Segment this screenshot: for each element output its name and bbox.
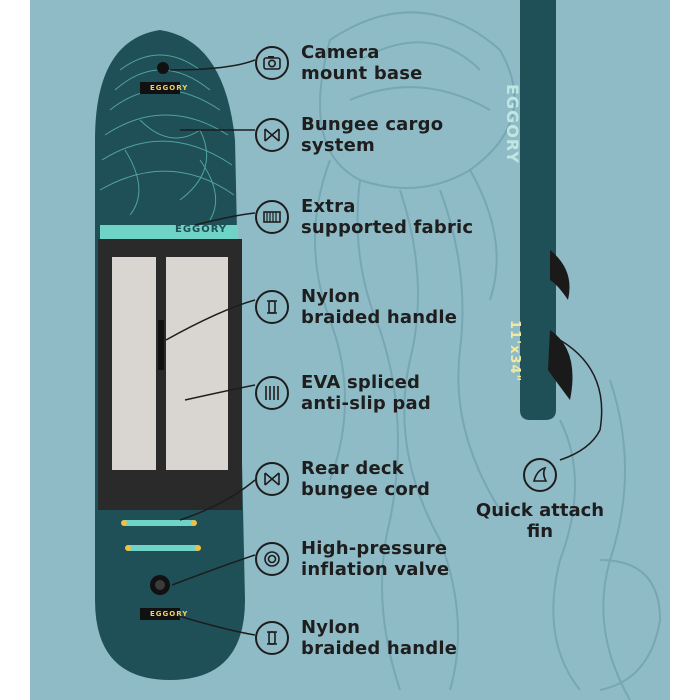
feature-fin: Quick attach fin — [470, 458, 610, 542]
feature-camera-mount: Camera mount base — [255, 42, 423, 84]
feature-label: High-pressure inflation valve — [301, 538, 450, 580]
feature-label: Rear deck bungee cord — [301, 458, 431, 500]
bungee-icon — [255, 462, 289, 496]
bungee-icon — [255, 118, 289, 152]
valve-icon — [255, 542, 289, 576]
feature-label: Extra supported fabric — [301, 196, 474, 238]
feature-nylon-handle-1: Nylon braided handle — [255, 286, 457, 328]
board-logo: EGGORY — [175, 224, 228, 235]
feature-label: Camera mount base — [301, 42, 423, 84]
feature-extra-fabric: Extra supported fabric — [255, 196, 473, 238]
fin-label: Quick attach fin — [475, 500, 605, 542]
side-brand-text: EGGORY — [503, 84, 522, 164]
feature-rear-bungee: Rear deck bungee cord — [255, 458, 430, 500]
pad-icon — [255, 376, 289, 410]
leader-lines — [165, 59, 603, 636]
paddle-board-side — [520, 0, 573, 420]
board-logo-plate: EGGORY — [150, 84, 189, 92]
feature-label: Nylon braided handle — [301, 617, 458, 659]
feature-label: Nylon braided handle — [301, 286, 458, 328]
feature-eva-pad: EVA spliced anti-slip pad — [255, 372, 431, 414]
board-logo-tail: EGGORY — [150, 610, 189, 618]
jellyfish-decoration — [314, 11, 662, 700]
board-size-text: 11'x34" — [507, 320, 522, 383]
feature-valve: High-pressure inflation valve — [255, 538, 449, 580]
camera-icon — [255, 46, 289, 80]
handle-icon — [255, 621, 289, 655]
fabric-icon — [255, 200, 289, 234]
feature-nylon-handle-2: Nylon braided handle — [255, 617, 457, 659]
paddle-board-top — [95, 30, 245, 680]
fin-icon — [523, 458, 557, 492]
feature-label: Bungee cargo system — [301, 114, 444, 156]
feature-label: EVA spliced anti-slip pad — [301, 372, 431, 414]
feature-bungee-cargo: Bungee cargo system — [255, 114, 443, 156]
handle-icon — [255, 290, 289, 324]
